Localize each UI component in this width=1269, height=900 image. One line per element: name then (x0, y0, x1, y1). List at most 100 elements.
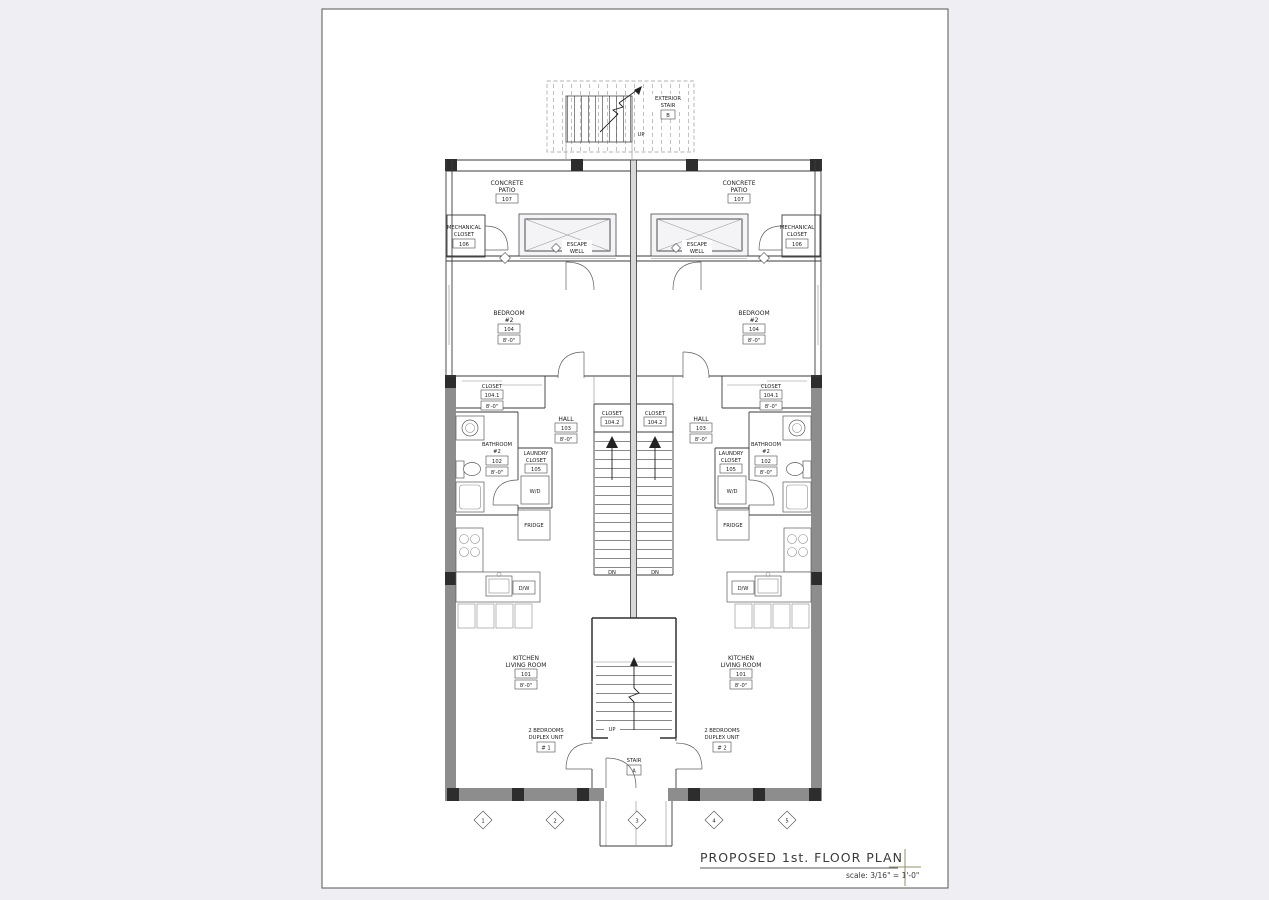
bath-left-label-line2: #2 (493, 449, 501, 455)
grid-marker-diamond (777, 810, 797, 830)
bath-sink (788, 419, 806, 437)
kitchen-right-height: 8'-0" (735, 683, 747, 689)
closet1-left-label: CLOSET (482, 384, 503, 390)
exterior-stair-label-line2: STAIR (661, 103, 676, 109)
sheet-scale: scale: 3/16" = 1'-0" (846, 871, 919, 880)
entry-vestibule (565, 738, 703, 789)
kitchen-left-number: 101 (521, 672, 531, 678)
closet-104-2-left: CLOSET 104.2 (600, 411, 624, 427)
fridge (517, 509, 551, 541)
stair-a: UP STAIR A (591, 617, 677, 776)
entry-stoop (599, 801, 673, 847)
mech-left-number: 106 (459, 242, 469, 248)
wall-marker-diamond (758, 252, 770, 264)
column (445, 159, 457, 171)
kitchen-living-right-label: KITCHEN LIVING ROOM 101 8'-0" (721, 655, 761, 690)
laundry-right: LAUNDRY CLOSET 105 W/D FRIDGE (714, 447, 750, 541)
toilet-tank (802, 460, 812, 479)
wall-marker-diamond (499, 252, 511, 264)
central-stair: DN DN (593, 376, 674, 576)
bedroom-left-label-line2: #2 (505, 317, 514, 324)
kitchen-left-label-line2: LIVING ROOM (506, 662, 547, 669)
closet1-right-label: CLOSET (761, 384, 782, 390)
column (571, 159, 583, 171)
grid-marker-diamond (627, 810, 647, 830)
closet-104-2-right: CLOSET 104.2 (643, 411, 667, 427)
hall-left-label: HALL (558, 416, 574, 423)
mech-right-label-line1: MECHANICAL (780, 225, 814, 231)
stair-a-up-label: UP (609, 727, 616, 733)
bath-left-number: 102 (492, 459, 502, 465)
kitchen-sink (485, 575, 513, 597)
patio-left-label-line1: CONCRETE (490, 180, 523, 187)
concrete-patio-left: CONCRETE PATIO 107 (490, 180, 524, 204)
kitchen-left-label-line1: KITCHEN (513, 655, 539, 662)
patio-right-label-line1: CONCRETE (722, 180, 755, 187)
bottom-wall-left (445, 788, 604, 801)
fridge-label: FRIDGE (723, 523, 742, 529)
closet1-right-number: 104.1 (764, 393, 779, 399)
bedroom-left: BEDROOM #2 104 8'-0" (493, 261, 595, 345)
exterior-stair-label-line1: EXTERIOR (655, 96, 681, 102)
dishwasher-label: D/W (519, 586, 530, 592)
bath-right-height: 8'-0" (760, 470, 772, 476)
party-wall (630, 159, 637, 619)
unit1-label-line1: 2 BEDROOMS (528, 728, 563, 734)
bedroom-right-number: 104 (749, 327, 760, 333)
exterior-stair-treads (565, 95, 633, 143)
unit-1-label: 2 BEDROOMS DUPLEX UNIT # 1 (528, 728, 564, 753)
toilet-bowl (786, 462, 804, 476)
cooktop-counter (783, 527, 812, 573)
stair-dn-left: DN (608, 570, 616, 576)
bath-sink (461, 419, 479, 437)
grid-marker-1: 1 (481, 819, 484, 825)
bath-right-label-line2: #2 (762, 449, 770, 455)
mechanical-closet-right: MECHANICAL CLOSET 106 (758, 214, 821, 258)
escape-right-label-line2: WELL (690, 249, 704, 255)
exterior-stair-up-label: UP (638, 132, 645, 138)
laundry-right-label-line2: CLOSET (721, 458, 742, 464)
building-shell (445, 159, 822, 801)
bedroom-right: BEDROOM #2 104 8'-0" (672, 261, 770, 345)
hall-right-label: HALL (693, 416, 709, 423)
closet-104-1-right: CLOSET 104.1 8'-0" (759, 384, 783, 411)
sheet-title: PROPOSED 1st. FLOOR PLAN (700, 850, 903, 865)
toilet-tank (455, 460, 465, 479)
kitchen-sink (754, 575, 782, 597)
grid-marker-diamond (545, 810, 565, 830)
washer-dryer-label: W/D (727, 489, 738, 495)
laundry-left-label-line1: LAUNDRY (524, 451, 550, 457)
washer-dryer (717, 475, 747, 505)
hall-right: HALL 103 8'-0" (689, 416, 713, 444)
closet2-left-label: CLOSET (602, 411, 623, 417)
grid-marker-3: 3 (635, 819, 638, 825)
hall-right-height: 8'-0" (695, 437, 707, 443)
mech-left-label-line2: CLOSET (454, 232, 475, 238)
grid-marker-2: 2 (553, 819, 556, 825)
grid-marker-5: 5 (785, 819, 788, 825)
hall-left-number: 103 (561, 426, 571, 432)
bedroom-right-label-line1: BEDROOM (738, 310, 769, 317)
column (810, 159, 822, 171)
kitchen-right-label-line1: KITCHEN (728, 655, 754, 662)
kitchen-left: D/W (455, 527, 541, 629)
escape-well-right: ESCAPE WELL (650, 213, 749, 257)
shower (782, 481, 812, 513)
bath-left-height: 8'-0" (491, 470, 503, 476)
bathroom-right: BATHROOM #2 102 8'-0" (748, 411, 812, 516)
unit2-tag: # 2 (717, 746, 726, 752)
laundry-right-label-line1: LAUNDRY (719, 451, 745, 457)
exterior-stair: UP EXTERIOR STAIR B (546, 80, 695, 159)
bath-right-number: 102 (761, 459, 771, 465)
escape-well-diamond (551, 243, 561, 253)
bedroom-right-label-line2: #2 (750, 317, 759, 324)
kitchen-right-number: 101 (736, 672, 746, 678)
unit-2-label: 2 BEDROOMS DUPLEX UNIT # 2 (704, 728, 740, 753)
closet-104-1-left: CLOSET 104.1 8'-0" (480, 384, 504, 411)
stair-treads-left-flight (595, 436, 630, 568)
title-block: PROPOSED 1st. FLOOR PLAN scale: 3/16" = … (700, 849, 921, 886)
washer-dryer (520, 475, 550, 505)
grid-marker-diamond (704, 810, 724, 830)
closet1-right-height: 8'-0" (765, 404, 777, 410)
